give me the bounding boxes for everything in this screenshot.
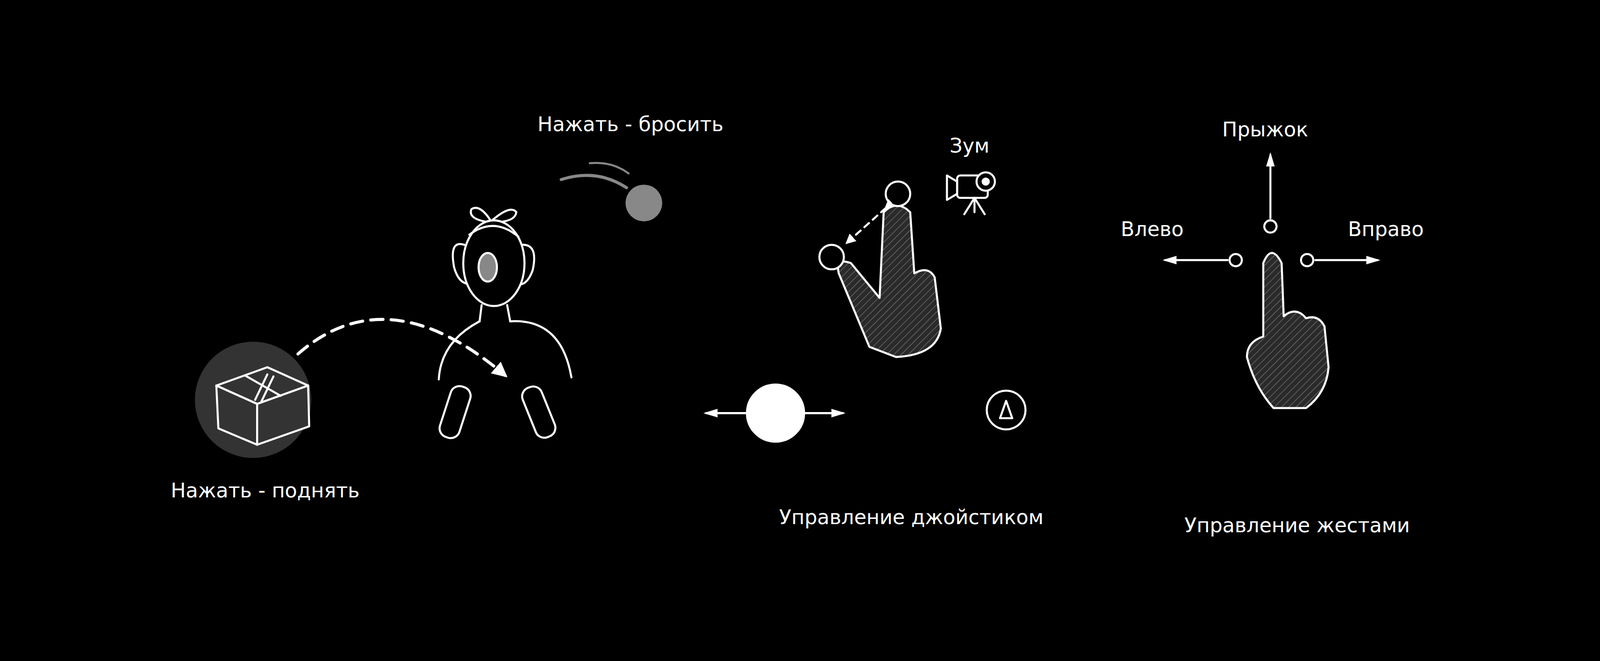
control-label: Управление джойстиком: [779, 505, 1044, 530]
control-label: Управление жестами: [1184, 513, 1411, 538]
joystick: [706, 384, 844, 442]
control-label: Вправо: [1347, 217, 1424, 242]
control-label: Прыжок: [1222, 117, 1309, 142]
pickup-arc: [298, 319, 506, 376]
camera-icon: [947, 172, 996, 215]
character-figure: [437, 207, 572, 441]
control-label: Влево: [1120, 217, 1184, 242]
pinch-hand: [819, 181, 941, 358]
control-label: Зум: [949, 134, 990, 158]
gesture-hand: [1165, 154, 1378, 408]
thrown-ball: [561, 163, 663, 222]
box-icon: [195, 341, 312, 459]
control-label: Нажать - поднять: [170, 478, 360, 503]
jump-button: [986, 390, 1026, 430]
control-label: Нажать - бросить: [537, 112, 724, 137]
